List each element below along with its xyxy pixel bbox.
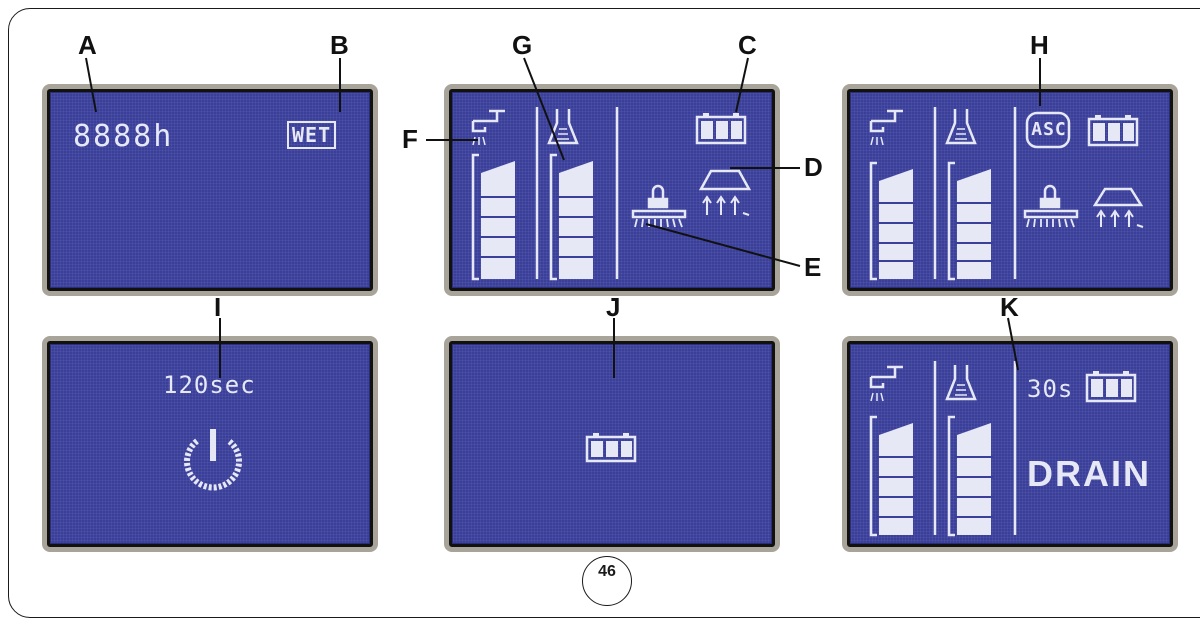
lcd-screen <box>452 92 772 288</box>
squeegee-icon <box>1092 187 1144 228</box>
display-panel-shutdown: 120sec <box>42 336 378 552</box>
brush-icon <box>1023 184 1079 228</box>
callout-leaders <box>85 57 1041 378</box>
battery-icon <box>585 433 637 463</box>
wet-label: WET <box>292 123 332 147</box>
drain-screen-icons <box>869 361 1137 537</box>
drain-timer: 30s <box>1027 375 1074 403</box>
detergent-bottle-icon <box>945 109 977 145</box>
callout-h: H <box>1030 30 1049 60</box>
battery-icon <box>695 113 747 145</box>
leader-a <box>85 57 97 113</box>
detergent-level-bar <box>559 161 593 279</box>
callout-d: D <box>804 152 823 182</box>
display-panel-battery <box>444 336 780 552</box>
battery-icon <box>1087 115 1139 147</box>
lcd-screen: 8888h WET <box>50 92 370 288</box>
squeegee-icon <box>698 169 752 216</box>
leader-c <box>735 57 749 113</box>
asc-badge-frame <box>1025 111 1071 149</box>
callout-a: A <box>78 30 97 60</box>
display-panel-drain: 30s DRAIN <box>842 336 1178 552</box>
hour-meter-readout: 8888h <box>73 119 174 154</box>
display-panel-hours: 8888h WET <box>42 84 378 296</box>
shutdown-timer: 120sec <box>163 371 256 399</box>
tap-icon <box>869 365 903 402</box>
detergent-bottle-icon <box>945 365 977 401</box>
page-number-badge: 46 <box>582 556 632 606</box>
lcd-screen: ASC <box>850 92 1170 288</box>
wet-indicator: WET <box>287 121 337 149</box>
battery-icon <box>1085 371 1137 403</box>
power-icon <box>184 429 242 491</box>
asc-screen-icons <box>869 107 1144 281</box>
page-number: 46 <box>598 563 616 580</box>
callout-k: K <box>1000 292 1019 322</box>
drain-label: DRAIN <box>1027 453 1151 494</box>
callout-b: B <box>330 30 349 60</box>
leader-e <box>645 223 801 267</box>
water-level-bar <box>879 423 913 535</box>
working-screen-icons <box>471 107 752 281</box>
display-panel-asc: ASC <box>842 84 1178 296</box>
asc-label: ASC <box>1031 119 1067 140</box>
callout-g: G <box>512 30 533 60</box>
lcd-screen: 120sec <box>50 344 370 544</box>
leader-k <box>1007 317 1019 371</box>
callout-j: J <box>606 292 621 322</box>
lcd-screen: 30s DRAIN <box>850 344 1170 544</box>
tap-icon <box>869 109 903 146</box>
water-level-bar <box>481 161 515 279</box>
callout-i: I <box>214 292 222 322</box>
tap-icon <box>471 109 505 146</box>
display-panel-working <box>444 84 780 296</box>
leader-g <box>523 57 565 161</box>
level-bracket <box>471 153 479 281</box>
callout-f: F <box>402 124 418 154</box>
level-bracket <box>549 153 557 281</box>
brush-icon <box>631 184 687 228</box>
lcd-screen <box>452 344 772 544</box>
callout-c: C <box>738 30 757 60</box>
callout-e: E <box>804 252 822 282</box>
detergent-bottle-icon <box>547 109 579 145</box>
detergent-level-bar <box>957 423 991 535</box>
